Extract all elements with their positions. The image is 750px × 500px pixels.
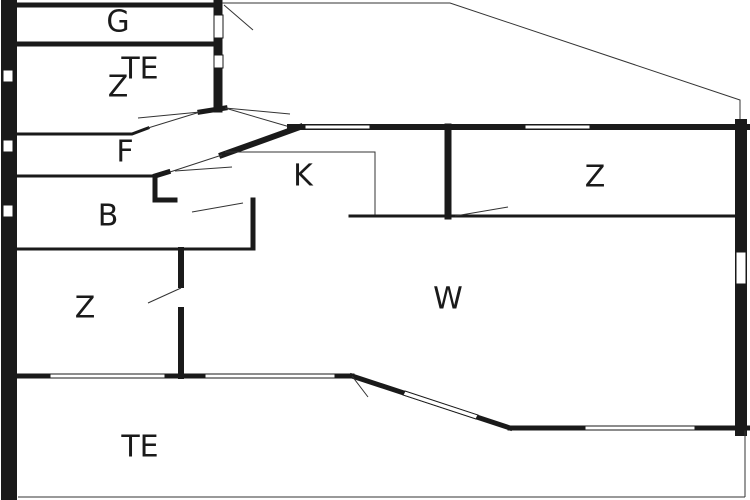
- windows: [2, 14, 747, 431]
- room-label-living: W: [433, 282, 463, 317]
- room-labels: G TE Z F K Z B Z W TE: [75, 5, 606, 465]
- door-swings: [137, 4, 509, 398]
- room-label-kitchen: K: [293, 159, 314, 194]
- room-label-terrace-top: TE: [120, 52, 158, 87]
- room-label-hall: F: [116, 135, 133, 170]
- room-label-bedroom-right: Z: [585, 160, 606, 195]
- room-label-terrace-bottom: TE: [120, 430, 158, 465]
- room-label-bathroom: B: [98, 199, 119, 234]
- room-label-garage: G: [106, 5, 129, 40]
- room-label-bedroom-top: Z: [108, 70, 129, 105]
- room-label-bedroom-left: Z: [75, 291, 96, 326]
